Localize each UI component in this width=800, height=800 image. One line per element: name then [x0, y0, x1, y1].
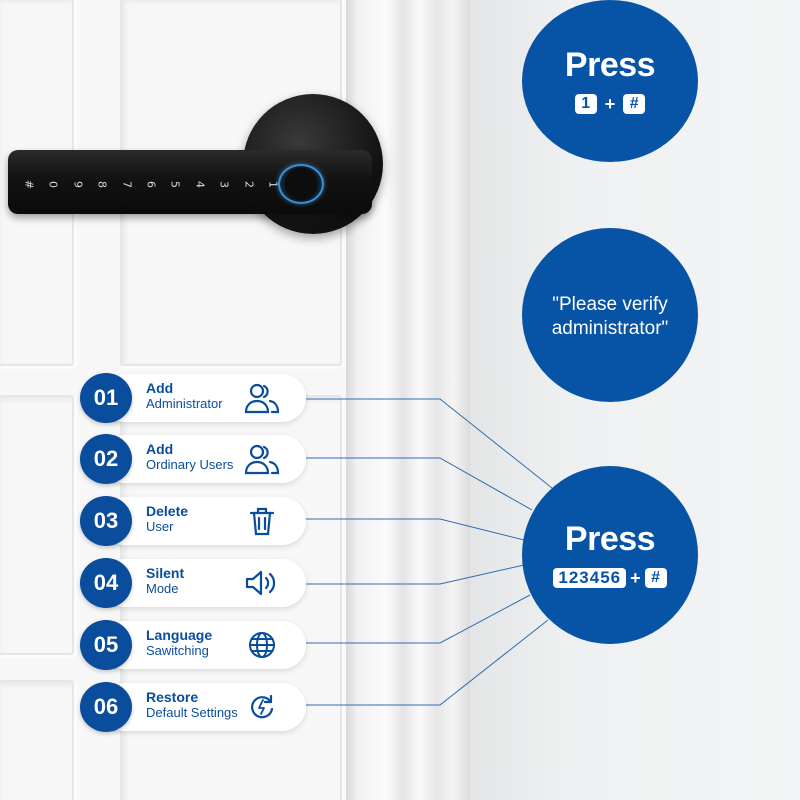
menu-label: Silent Mode — [146, 565, 184, 596]
press-admin-circle: Press 1 + # — [522, 0, 698, 162]
restore-icon — [242, 690, 282, 724]
menu-subtitle: Sawitching — [146, 643, 209, 658]
menu-title: Add — [146, 441, 174, 457]
menu-subtitle: Administrator — [146, 396, 223, 411]
plus-sign: + — [630, 567, 641, 588]
door-panel — [0, 395, 74, 655]
keypad-key[interactable]: 8 — [95, 180, 109, 188]
press-label: Press — [564, 519, 656, 558]
menu-subtitle: User — [146, 519, 174, 534]
key-sequence-badge: 123456 — [553, 568, 627, 588]
key-badge: 1 — [574, 94, 597, 114]
menu-item-restore-default-settings[interactable]: 06 Restore Default Settings — [80, 682, 306, 732]
press-option-circle: Press 123456 + # — [522, 466, 698, 644]
menu-label: Delete User — [146, 503, 188, 534]
menu-title: Restore — [146, 689, 199, 705]
door-panel — [0, 680, 74, 800]
menu-title: Silent — [146, 565, 185, 581]
menu-pill — [100, 435, 306, 483]
menu-label: Language Sawitching — [146, 627, 212, 658]
menu-number: 06 — [80, 682, 132, 732]
menu-number: 03 — [80, 496, 132, 546]
keypad-key[interactable]: 9 — [71, 180, 85, 188]
keypad-key[interactable]: # — [22, 179, 36, 189]
keypad-key[interactable]: 4 — [193, 180, 207, 188]
menu-item-language-switching[interactable]: 05 Language Sawitching — [80, 620, 306, 670]
keypad-key[interactable]: 5 — [168, 180, 182, 188]
users-icon — [242, 381, 282, 415]
menu-subtitle: Default Settings — [146, 705, 238, 720]
press-label: Press — [564, 45, 656, 84]
menu-title: Add — [146, 380, 174, 396]
verify-line: administrator" — [551, 318, 669, 339]
menu-subtitle: Ordinary Users — [146, 457, 234, 472]
key-combo: 1 + # — [574, 93, 646, 115]
key-badge: # — [644, 568, 667, 588]
menu-pill — [100, 559, 306, 607]
menu-label: Add Ordinary Users — [146, 441, 233, 472]
menu-item-add-ordinary-users[interactable]: 02 Add Ordinary Users — [80, 434, 306, 484]
menu-number: 01 — [80, 373, 132, 423]
verify-line: "Please verify — [552, 294, 668, 315]
menu-number: 02 — [80, 434, 132, 484]
menu-subtitle: Mode — [146, 581, 179, 596]
menu-item-add-administrator[interactable]: 01 Add Administrator — [80, 373, 306, 423]
keypad-key[interactable]: 0 — [46, 180, 60, 188]
speaker-icon — [242, 566, 282, 600]
key-badge: # — [623, 94, 646, 114]
key-combo: 123456 + # — [553, 567, 667, 589]
keypad-key[interactable]: 6 — [144, 180, 158, 188]
menu-title: Language — [146, 627, 213, 643]
menu-pill — [100, 683, 306, 731]
menu-pill — [100, 374, 306, 422]
plus-sign: + — [604, 93, 616, 114]
keypad: # 0 9 8 7 6 5 4 3 2 1 — [22, 174, 280, 194]
keypad-key[interactable]: 7 — [120, 180, 134, 188]
globe-icon — [242, 628, 282, 662]
door-frame — [358, 0, 470, 800]
menu-pill — [100, 497, 306, 545]
menu-item-silent-mode[interactable]: 04 Silent Mode — [80, 558, 306, 608]
menu-label: Add Administrator — [146, 380, 223, 411]
menu-item-delete-user[interactable]: 03 Delete User — [80, 496, 306, 546]
menu-label: Restore Default Settings — [146, 689, 238, 720]
keypad-key[interactable]: 3 — [217, 180, 231, 188]
menu-number: 05 — [80, 620, 132, 670]
keypad-key[interactable]: 2 — [242, 180, 256, 188]
trash-icon — [242, 504, 282, 538]
verify-admin-circle: "Please verify administrator" — [522, 228, 698, 402]
users-icon — [242, 442, 282, 476]
menu-number: 04 — [80, 558, 132, 608]
fingerprint-sensor[interactable] — [278, 164, 324, 204]
menu-title: Delete — [146, 503, 189, 519]
